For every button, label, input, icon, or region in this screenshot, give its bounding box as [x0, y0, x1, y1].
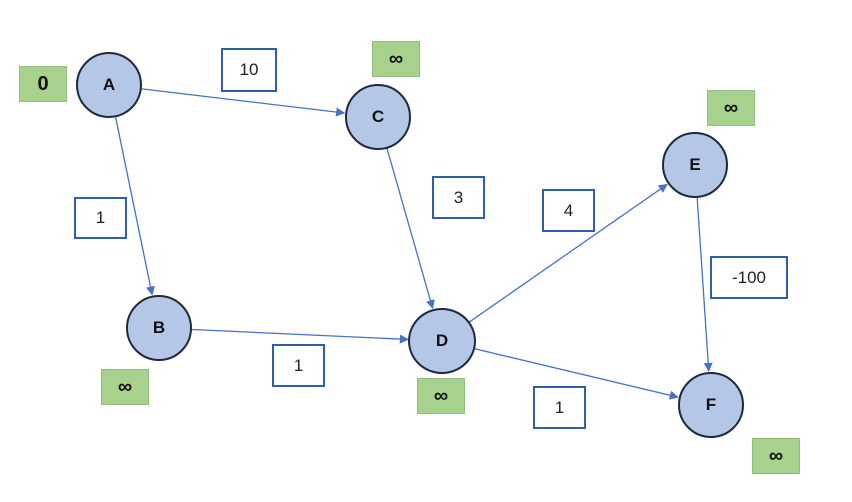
edge-a-c [141, 88, 346, 117]
distance-label-b: ∞ [101, 369, 149, 405]
weight-label-e-f: -100 [710, 256, 788, 299]
distance-label-f: ∞ [752, 438, 800, 474]
edge-d-e [468, 183, 668, 323]
distance-label-a: 0 [19, 66, 67, 102]
edge-b-d [191, 328, 409, 344]
edge-d-f [473, 348, 679, 400]
weight-label-c-d: 3 [432, 176, 485, 219]
distance-label-e: ∞ [707, 90, 755, 126]
node-f: F [678, 372, 744, 438]
node-a: A [76, 52, 142, 118]
node-c: C [345, 84, 411, 150]
edge-a-b [115, 117, 155, 296]
node-b: B [126, 295, 192, 361]
weight-label-a-b: 1 [74, 197, 127, 239]
edge-e-f [696, 197, 713, 372]
edge-c-d [386, 148, 435, 310]
weight-label-a-c: 10 [221, 48, 277, 92]
weight-label-d-e: 4 [542, 189, 595, 232]
distance-label-c: ∞ [372, 41, 420, 77]
weight-label-b-d: 1 [272, 344, 325, 387]
node-e: E [662, 132, 728, 198]
weight-label-d-f: 1 [533, 386, 586, 429]
node-d: D [408, 308, 476, 374]
distance-label-d: ∞ [417, 378, 465, 414]
